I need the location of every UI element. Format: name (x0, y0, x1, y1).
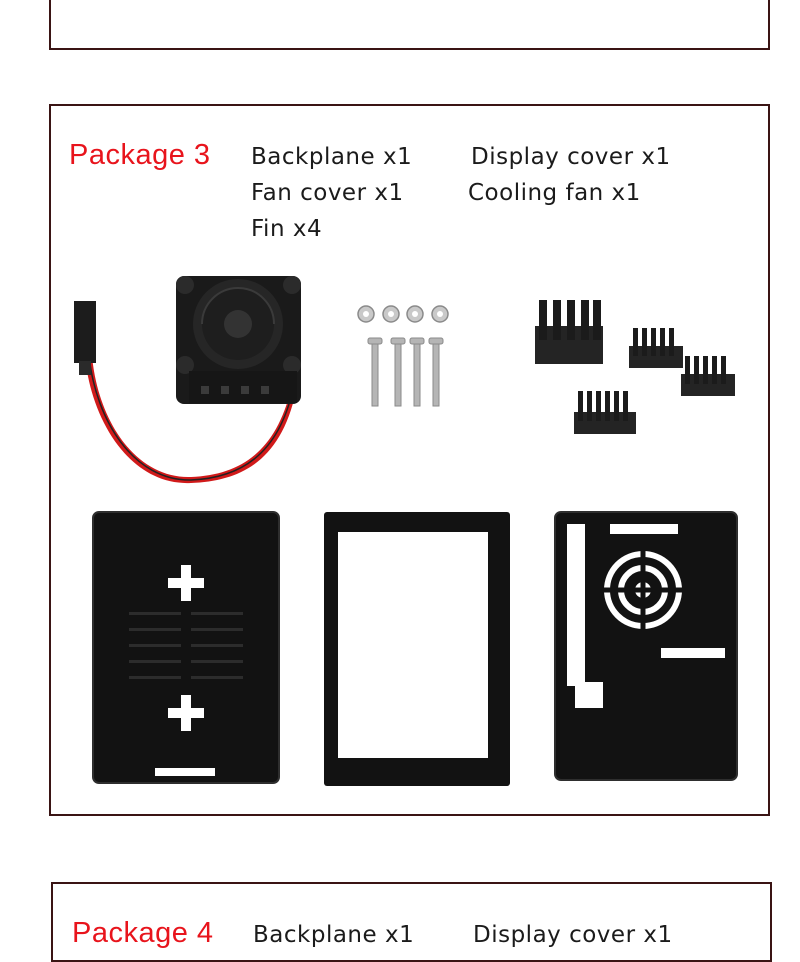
heatsink-fins-icon (535, 300, 735, 434)
package-panel-3: Package 3 Backplane x1 Display cover x1 … (49, 104, 770, 816)
item-display-cover: Display cover x1 (471, 144, 671, 170)
screws-icon (357, 305, 449, 407)
package-panel-previous (49, 0, 770, 50)
item-backplane: Backplane x1 (253, 922, 415, 948)
item-cooling-fan: Cooling fan x1 (468, 180, 641, 206)
display-cover-icon (324, 512, 510, 786)
item-fin: Fin x4 (251, 216, 323, 242)
item-backplane: Backplane x1 (251, 144, 413, 170)
backplane-icon (92, 511, 280, 784)
cooling-fan-icon (74, 276, 301, 484)
package-panel-4: Package 4 Backplane x1 Display cover x1 (51, 882, 772, 962)
fan-cover-icon (554, 511, 738, 781)
package-title: Package 3 (69, 139, 211, 171)
item-fan-cover: Fan cover x1 (251, 180, 404, 206)
package-title: Package 4 (72, 917, 214, 949)
item-display-cover: Display cover x1 (473, 922, 673, 948)
